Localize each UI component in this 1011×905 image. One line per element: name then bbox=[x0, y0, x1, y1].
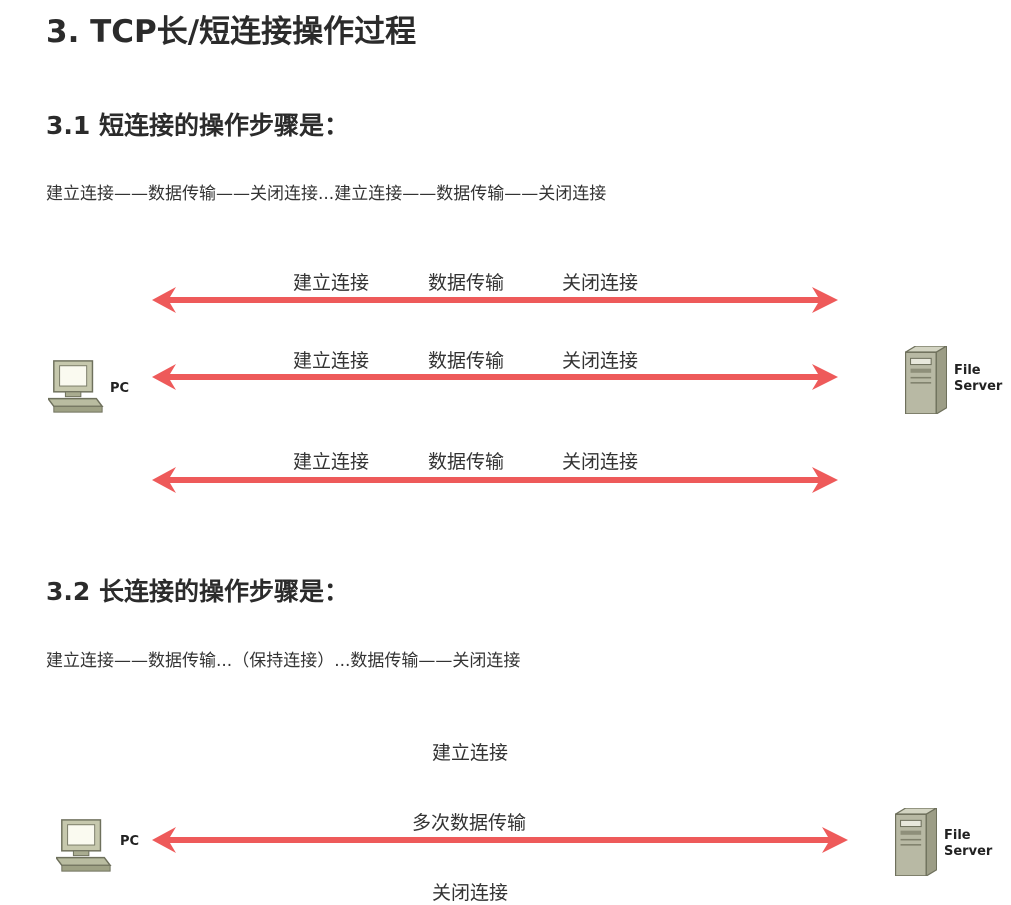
file-server-icon bbox=[905, 346, 947, 414]
arrow-row-1 bbox=[152, 287, 838, 313]
row1-transfer-label: 数据传输 bbox=[428, 272, 505, 294]
arrow-long bbox=[152, 827, 848, 853]
long-connection-diagram: 建立连接 多次数据传输 关闭连接 PC File Server bbox=[0, 730, 1011, 905]
row3-establish-label: 建立连接 bbox=[293, 451, 370, 473]
short-connection-diagram: 建立连接 数据传输 关闭连接 建立连接 数据传输 关闭连接 建立连接 数据传输 … bbox=[0, 230, 1011, 520]
long-transfer-label: 多次数据传输 bbox=[412, 812, 527, 834]
row1-close-label: 关闭连接 bbox=[562, 272, 639, 294]
long-close-label: 关闭连接 bbox=[432, 882, 509, 904]
row1-establish-label: 建立连接 bbox=[293, 272, 370, 294]
arrow-row-2 bbox=[152, 364, 838, 390]
long-connection-steps: 建立连接——数据传输...（保持连接）...数据传输——关闭连接 bbox=[46, 651, 521, 671]
long-connection-heading: 3.2 长连接的操作步骤是： bbox=[46, 577, 349, 606]
short-connection-heading: 3.1 短连接的操作步骤是： bbox=[46, 111, 349, 140]
row3-transfer-label: 数据传输 bbox=[428, 451, 505, 473]
pc-label: PC bbox=[110, 381, 130, 396]
row2-establish-label: 建立连接 bbox=[293, 350, 370, 372]
long-connection-arrows bbox=[56, 808, 937, 876]
pc-icon bbox=[48, 360, 103, 413]
file-server-label: File Server bbox=[954, 363, 1003, 394]
file-server-label-2: File Server bbox=[944, 828, 993, 859]
short-connection-steps: 建立连接——数据传输——关闭连接...建立连接——数据传输——关闭连接 bbox=[46, 184, 607, 204]
short-connection-arrows bbox=[48, 287, 947, 493]
pc-icon-2 bbox=[56, 819, 111, 872]
row2-close-label: 关闭连接 bbox=[562, 350, 639, 372]
arrow-row-3 bbox=[152, 467, 838, 493]
file-server-icon-2 bbox=[895, 808, 937, 876]
section-title: 3. TCP长/短连接操作过程 bbox=[46, 14, 417, 50]
row2-transfer-label: 数据传输 bbox=[428, 350, 505, 372]
pc-label-2: PC bbox=[120, 834, 140, 849]
row3-close-label: 关闭连接 bbox=[562, 451, 639, 473]
long-establish-label: 建立连接 bbox=[432, 742, 509, 764]
